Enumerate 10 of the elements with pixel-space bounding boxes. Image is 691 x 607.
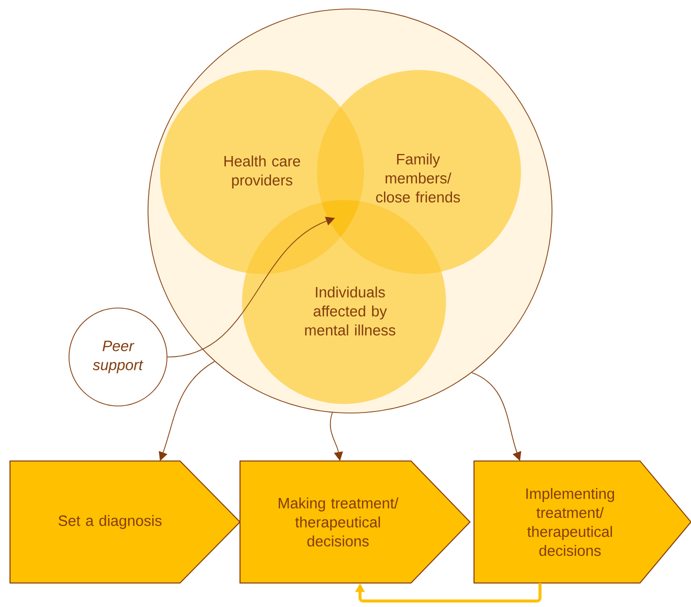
circle-label: Individuals affected by mental illness bbox=[305, 286, 396, 336]
chevron-box: Making treatment/ therapeutical decisions bbox=[240, 460, 471, 584]
chevron-box: Implementing treatment/ therapeutical decisions bbox=[474, 460, 691, 584]
arrow bbox=[355, 582, 542, 602]
arrow bbox=[471, 372, 522, 461]
circle-label: Family members/ close friends bbox=[376, 153, 460, 202]
circle-label: Health care providers bbox=[224, 156, 300, 188]
arrow bbox=[158, 361, 215, 461]
chevron-box: Set a diagnosis bbox=[10, 460, 241, 584]
arrow bbox=[167, 216, 335, 358]
